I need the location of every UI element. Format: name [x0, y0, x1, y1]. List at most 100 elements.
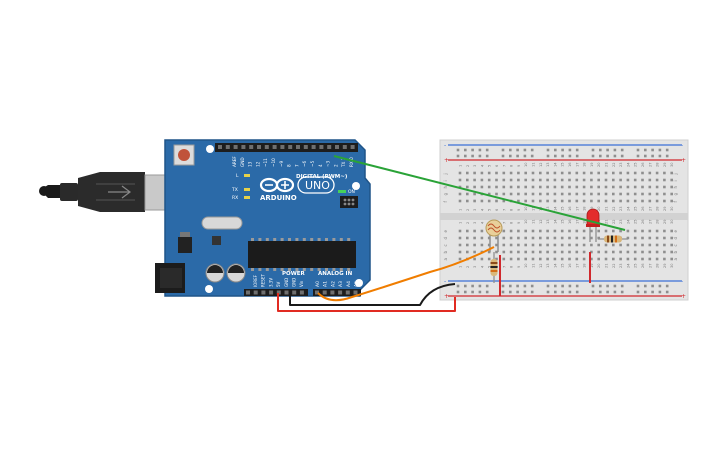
column-number-label: 13	[546, 263, 550, 268]
analog-pin-label: A3	[338, 281, 344, 287]
column-number-label: 28	[656, 162, 660, 167]
breadboard-holes[interactable]	[456, 148, 673, 294]
header-pin[interactable]	[353, 290, 358, 295]
analog-pin-label: A1	[323, 281, 329, 287]
header-pin[interactable]	[253, 290, 258, 295]
header-pin[interactable]	[261, 290, 266, 295]
header-pin[interactable]	[299, 290, 304, 295]
resistor-photoresistor[interactable]	[490, 252, 498, 283]
column-number-label: 1	[459, 165, 463, 167]
column-number-label: 16	[568, 263, 572, 268]
header-pin[interactable]	[249, 145, 254, 149]
column-number-label: 14	[553, 206, 557, 211]
breadboard[interactable]: 1111222233334444555566667777888899991010…	[439, 139, 689, 301]
digital-pin-label: 4	[318, 164, 323, 167]
wire-green-digital-to-led	[333, 155, 626, 231]
header-pin[interactable]	[218, 145, 222, 149]
row-letter-label: i	[443, 180, 448, 181]
column-number-label: 4	[480, 208, 484, 211]
small-chip	[212, 236, 221, 245]
header-pin[interactable]	[330, 290, 335, 295]
header-pin[interactable]	[342, 145, 347, 149]
column-number-label: 15	[561, 206, 565, 211]
column-number-label: 7	[502, 209, 506, 211]
column-number-label: 14	[553, 162, 557, 167]
header-pin[interactable]	[350, 145, 355, 149]
column-number-label: 10	[524, 219, 528, 224]
analog-header[interactable]	[313, 289, 361, 296]
column-number-label: 17	[575, 219, 579, 224]
column-number-label: 24	[626, 219, 630, 224]
capacitor	[226, 263, 246, 283]
header-pin[interactable]	[288, 145, 293, 149]
digital-header[interactable]	[215, 143, 358, 152]
header-pin[interactable]	[296, 145, 300, 149]
column-number-label: 22	[612, 162, 616, 167]
resistor-led[interactable]	[598, 235, 628, 243]
column-number-label: 23	[619, 162, 623, 167]
column-number-label: 20	[597, 162, 601, 167]
header-pin[interactable]	[269, 290, 274, 295]
column-number-label: 13	[546, 219, 550, 224]
photoresistor[interactable]	[485, 219, 503, 252]
crystal-oscillator	[201, 216, 243, 230]
column-number-label: 19	[590, 263, 594, 268]
header-pin[interactable]	[233, 145, 238, 149]
header-pin[interactable]	[284, 290, 289, 295]
header-pin[interactable]	[272, 145, 277, 149]
column-number-label: 30	[670, 162, 674, 167]
header-pin[interactable]	[264, 145, 269, 149]
header-pin[interactable]	[338, 290, 343, 295]
header-pin[interactable]	[246, 290, 250, 295]
column-number-label: 20	[597, 263, 601, 268]
column-number-label: 21	[605, 263, 609, 268]
column-number-label: 3	[473, 266, 477, 268]
column-number-label: 11	[532, 263, 536, 268]
row-letter-label: g	[443, 193, 448, 196]
header-pin[interactable]	[315, 290, 319, 295]
header-pin[interactable]	[319, 145, 324, 149]
column-number-label: 28	[656, 206, 660, 211]
column-number-label: 29	[663, 206, 667, 211]
column-number-label: 21	[605, 206, 609, 211]
power-jack[interactable]	[155, 263, 185, 293]
capacitor	[205, 263, 225, 283]
header-pin[interactable]	[276, 290, 281, 295]
power-pin-label: GND	[284, 278, 289, 287]
header-pin[interactable]	[292, 290, 297, 295]
header-pin[interactable]	[225, 145, 230, 149]
column-number-label: 12	[539, 219, 543, 224]
column-number-label: 27	[648, 263, 652, 268]
column-number-label: 1	[459, 222, 463, 224]
arduino-brand: ARDUINO	[260, 194, 297, 202]
column-number-label: 2	[466, 266, 470, 268]
column-number-label: 30	[670, 219, 674, 224]
column-number-label: 26	[641, 162, 645, 167]
column-number-label: 19	[590, 206, 594, 211]
header-pin[interactable]	[241, 145, 246, 149]
rail-minus-symbol: -	[444, 142, 446, 149]
header-pin[interactable]	[311, 145, 316, 149]
power-pin-label: 3.3V	[268, 278, 273, 287]
column-number-label: 18	[583, 219, 587, 224]
header-pin[interactable]	[322, 290, 327, 295]
column-number-label: 30	[670, 263, 674, 268]
column-number-label: 27	[648, 206, 652, 211]
power-header[interactable]	[244, 289, 308, 296]
digital-pin-label: 13	[248, 161, 253, 167]
header-pin[interactable]	[345, 290, 350, 295]
row-letter-label: e	[443, 230, 448, 233]
header-pin[interactable]	[335, 145, 339, 149]
header-pin[interactable]	[257, 145, 261, 149]
header-pin[interactable]	[327, 145, 332, 149]
digital-pin-label: ~3	[326, 160, 331, 167]
voltage-regulator	[178, 237, 192, 253]
row-letter-label: a	[443, 258, 448, 261]
rail-minus-symbol: -	[681, 278, 683, 285]
header-pin[interactable]	[280, 145, 285, 149]
reset-button[interactable]	[173, 144, 195, 166]
header-pin[interactable]	[303, 145, 308, 149]
power-pin-label: RESET	[261, 274, 266, 287]
wires[interactable]	[277, 155, 626, 312]
